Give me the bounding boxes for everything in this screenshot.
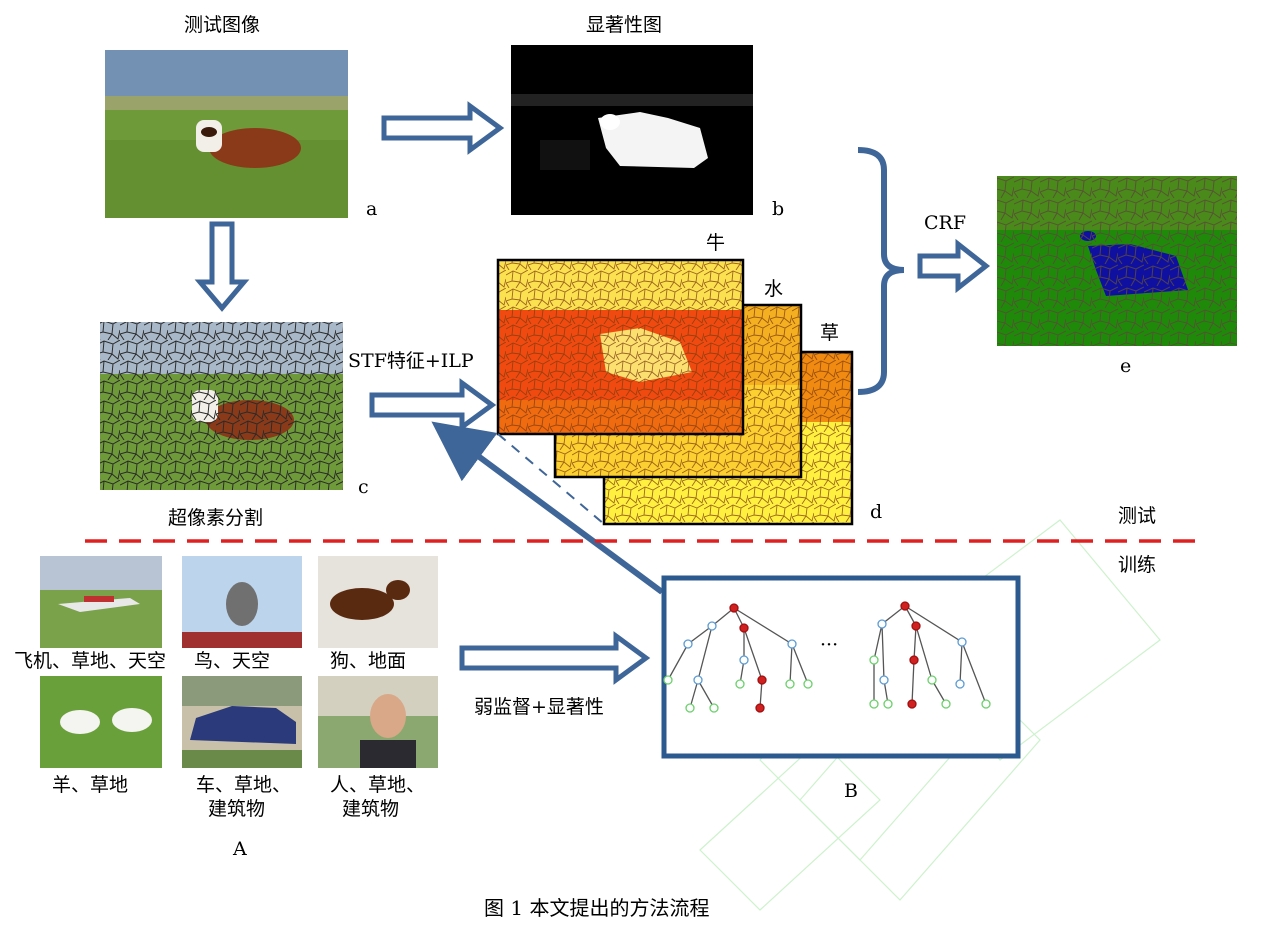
- result-image-e: [997, 176, 1237, 346]
- superpixel-image-c: [100, 322, 343, 490]
- label-weak-saliency: 弱监督+显著性: [474, 696, 604, 718]
- label-class-cow: 牛: [706, 232, 726, 254]
- arrow-a-to-b-train: [459, 631, 651, 685]
- label-train: 训练: [1118, 554, 1157, 576]
- label-class-water: 水: [764, 278, 784, 300]
- test-image-a: [105, 50, 348, 218]
- train-image-car: [182, 676, 302, 768]
- caption-bird: 鸟、天空: [194, 650, 271, 672]
- train-image-dog: [318, 556, 438, 648]
- letter-b: b: [772, 198, 785, 220]
- heatmap-cow: [496, 258, 745, 436]
- arrow-c-to-d: [369, 378, 497, 432]
- letter-a: a: [366, 198, 378, 220]
- arrow-a-to-c: [194, 221, 250, 312]
- caption-plane: 飞机、草地、天空: [14, 650, 167, 672]
- train-image-person: [318, 676, 438, 768]
- figure-caption: 图 1 本文提出的方法流程: [484, 896, 710, 920]
- forest-ellipsis: ···: [820, 634, 839, 656]
- arrow-crf: [917, 238, 991, 294]
- caption-sheep: 羊、草地: [52, 774, 129, 796]
- letter-B: B: [844, 780, 858, 802]
- letter-e: e: [1120, 355, 1132, 377]
- caption-dog: 狗、地面: [330, 650, 407, 672]
- letter-c: c: [358, 476, 369, 498]
- caption-person-line2: 建筑物: [342, 798, 400, 820]
- label-stf-ilp: STF特征+ILP: [348, 350, 474, 372]
- arrow-a-to-b: [381, 101, 505, 155]
- merge-brace: [857, 147, 905, 395]
- feedback-arrow: [431, 421, 664, 595]
- label-superpixel-seg: 超像素分割: [168, 507, 264, 529]
- train-image-plane: [40, 556, 162, 648]
- label-test: 测试: [1118, 505, 1157, 527]
- probability-maps-d: [496, 258, 854, 526]
- train-image-bird: [182, 556, 302, 648]
- train-image-sheep: [40, 676, 162, 768]
- label-crf: CRF: [924, 212, 967, 234]
- label-test-image: 测试图像: [184, 14, 261, 36]
- letter-A: A: [233, 838, 247, 860]
- label-saliency-map: 显著性图: [586, 14, 663, 36]
- caption-car: 车、草地、: [196, 774, 292, 796]
- label-class-grass: 草: [820, 322, 840, 344]
- letter-d: d: [870, 501, 883, 523]
- random-forest-box-B: [661, 575, 1021, 759]
- saliency-map-b: [511, 45, 753, 215]
- caption-person: 人、草地、: [330, 774, 426, 796]
- caption-car-line2: 建筑物: [208, 798, 266, 820]
